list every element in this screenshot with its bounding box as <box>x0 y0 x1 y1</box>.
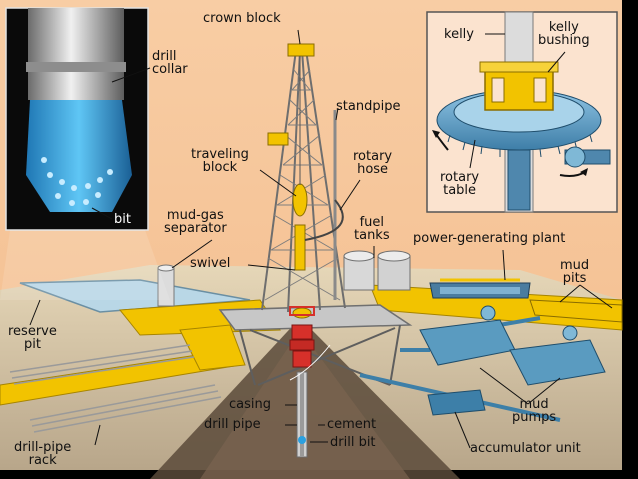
power-generating-plant <box>429 278 531 299</box>
traveling-block-label: traveling block <box>191 147 249 175</box>
blowout-preventer <box>289 306 315 368</box>
drill-collar <box>28 8 124 100</box>
kelly-bushing-label: kelly bushing <box>538 20 590 48</box>
casing-label: casing <box>229 397 271 412</box>
leader-lines <box>29 29 613 449</box>
crown-block <box>287 43 315 57</box>
drill-pipe-label: drill pipe <box>204 417 261 432</box>
swivel <box>294 224 306 271</box>
cement-label: cement <box>327 417 377 432</box>
fuel-tanks-label: fuel tanks <box>354 215 390 243</box>
drill-bit-label: drill bit <box>330 435 376 450</box>
mud-gas-separator-label: mud-gas separator <box>164 208 227 236</box>
mud-pits-label: mud pits <box>560 258 590 286</box>
kelly-bushing <box>479 61 559 111</box>
drill-collar-label: drill collar <box>152 49 188 77</box>
drill-bit <box>298 436 306 444</box>
fuel-tanks <box>343 250 411 291</box>
accumulator-unit <box>427 389 486 416</box>
drill-floor <box>218 304 413 331</box>
drill-bit-inset <box>5 7 149 231</box>
rotary-hose <box>304 199 344 241</box>
derrick-bracing <box>264 69 341 301</box>
traveling-block <box>292 183 308 217</box>
pipe-rack-left <box>9 344 222 433</box>
power-generating-plant-label: power-generating plant <box>413 231 566 246</box>
drill-pipe-rack-label: drill-pipe rack <box>14 440 72 468</box>
crown-block-label: crown block <box>203 11 281 26</box>
bit <box>26 100 132 212</box>
rotary-table-inset <box>426 11 618 213</box>
rotary-table-label: rotary table <box>440 170 480 198</box>
accumulator-unit-label: accumulator unit <box>470 441 581 456</box>
mud-pumps-label: mud pumps <box>512 397 557 425</box>
mud-pumps <box>419 305 606 386</box>
bit-label: bit <box>114 212 131 227</box>
reserve-pit-label: reserve pit <box>8 324 57 352</box>
rotary-hose-label: rotary hose <box>353 149 393 177</box>
kelly-label: kelly <box>444 27 474 42</box>
mud-pits <box>529 299 623 323</box>
swivel-label: swivel <box>190 256 231 271</box>
reserve-pit <box>19 279 251 313</box>
standpipe-label: standpipe <box>336 99 401 114</box>
